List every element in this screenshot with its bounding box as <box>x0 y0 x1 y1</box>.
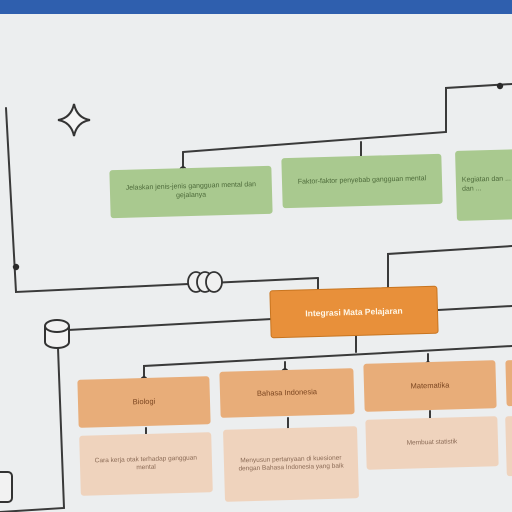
chain-link-icon <box>187 271 223 293</box>
subject-node-matematika-label: Matematika <box>410 380 450 391</box>
subject-node-matematika: Matematika <box>363 360 497 412</box>
detail-node-2-label: Menyusun pertanyaan di kuesioner dengan … <box>238 454 344 473</box>
database-icon <box>44 319 70 349</box>
subject-node-biologi: Biologi <box>77 376 211 428</box>
top-node-2-label: Faktor-faktor penyebab gangguan mental <box>297 174 427 186</box>
top-node-3-label: Kegiatan dan ... dan ... <box>461 175 511 193</box>
top-node-1: Jelaskan jenis-jenis gangguan mental dan… <box>109 165 273 219</box>
top-bus-line <box>182 83 512 153</box>
detail-node-3-label: Membuat statistik <box>406 438 458 447</box>
detail-node-cutoff <box>505 415 512 477</box>
center-node-label: Integrasi Mata Pelajaran <box>305 305 403 319</box>
sparkle-icon <box>57 103 91 137</box>
top-node-3: Kegiatan dan ... dan ... <box>455 149 512 221</box>
detail-node-2: Menyusun pertanyaan di kuesioner dengan … <box>223 426 359 502</box>
center-node: Integrasi Mata Pelajaran <box>269 285 439 339</box>
detail-node-1: Cara kerja otak terhadap gangguan mental <box>79 432 213 496</box>
subject-node-bahasa-indonesia-label: Bahasa Indonesia <box>256 387 318 399</box>
subject-node-cutoff <box>505 359 512 407</box>
subject-node-bahasa-indonesia: Bahasa Indonesia <box>219 368 355 418</box>
subject-node-biologi-label: Biologi <box>132 397 156 407</box>
top-node-2: Faktor-faktor penyebab gangguan mental <box>281 153 443 209</box>
top-node-1-label: Jelaskan jenis-jenis gangguan mental dan… <box>125 181 257 200</box>
detail-node-1-label: Cara kerja otak terhadap gangguan mental <box>94 454 198 472</box>
detail-node-3: Membuat statistik <box>365 416 499 470</box>
bottom-bus-line <box>143 345 512 381</box>
document-icon <box>0 471 13 503</box>
link-line <box>67 318 273 331</box>
